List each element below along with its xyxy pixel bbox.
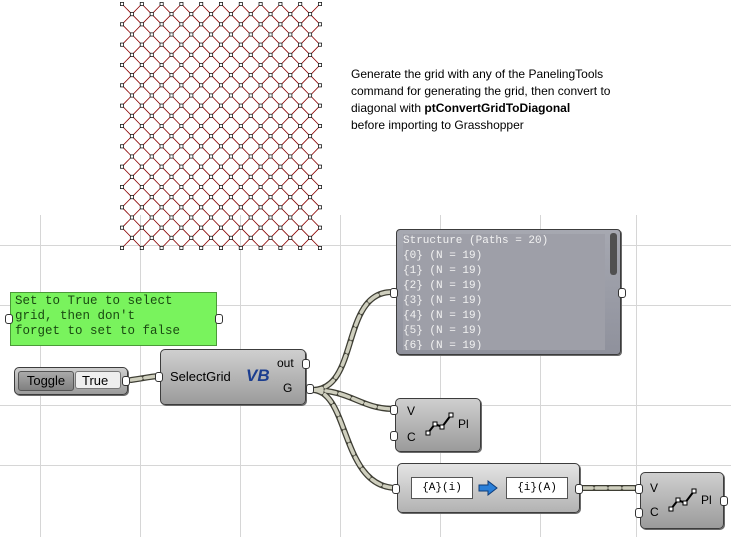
path-mapper-source: {A}(i) [411,477,473,499]
path-mapper-target: {i}(A) [506,477,568,499]
svg-text:VB: VB [246,366,270,385]
structure-input-grip[interactable] [390,288,398,298]
input-v-label: V [407,404,416,418]
output-out-label: out [277,356,294,370]
canvas-grid-line [0,405,731,406]
canvas-grid-line [340,215,341,537]
vb-out-grip[interactable] [302,359,310,369]
scrollbar[interactable] [610,233,617,275]
note-line: diagonal with ptConvertGridToDiagonal [351,100,651,117]
toggle-output-grip[interactable] [122,376,130,386]
structure-row: {1} (N = 19) [403,265,483,277]
note-panel[interactable]: Set to True to select grid, then don't f… [10,292,217,346]
structure-output-grip[interactable] [618,288,626,298]
input-c-label: C [407,430,416,444]
canvas-grid-line [440,215,441,537]
structure-panel-content: Structure (Paths = 20) {0} (N = 19) {1} … [403,234,605,350]
polyline-c-grip[interactable] [635,508,643,518]
toggle-value[interactable]: True [75,371,121,389]
structure-row: {2} (N = 19) [403,280,483,292]
canvas-grid-line [140,215,141,537]
polyline-component[interactable]: V C Pl [395,398,481,452]
structure-row: {5} (N = 19) [403,325,483,337]
polyline-c-grip[interactable] [390,431,398,441]
canvas-grid-line [0,465,731,466]
polyline-icon [425,412,454,436]
note-line: before importing to Grasshopper [351,118,524,132]
component-name: SelectGrid [170,369,231,384]
vb-g-grip[interactable] [306,384,314,394]
output-g-label: G [283,381,293,395]
structure-row: {3} (N = 19) [403,295,483,307]
panel-output-grip[interactable] [215,314,223,324]
panel-input-grip[interactable] [5,314,13,324]
diagonal-grid-preview [120,2,322,250]
input-c-label: C [650,505,659,519]
canvas-grid-line [636,215,637,537]
note-text: diagonal with [351,101,425,115]
input-v-label: V [650,481,659,495]
output-pl-label: Pl [701,493,712,507]
polyline-output-grip[interactable] [720,496,728,506]
vb-script-component[interactable]: SelectGrid VB out G [160,349,306,405]
vb-input-grip[interactable] [155,372,163,382]
output-pl-label: Pl [458,417,469,431]
canvas-grid-line [540,215,541,537]
structure-row: {4} (N = 19) [403,310,483,322]
polyline-v-grip[interactable] [635,484,643,494]
polyline-icon [668,488,697,512]
canvas-grid-line [0,245,731,246]
path-mapper-output-grip[interactable] [575,484,583,494]
instruction-note: Generate the grid with any of the Paneli… [351,66,651,134]
vb-script-icon: VB [246,366,270,385]
structure-row: {0} (N = 19) [403,250,483,262]
structure-row: {6} (N = 19) [403,340,483,350]
arrow-right-icon [478,480,498,496]
polyline-v-grip[interactable] [390,405,398,415]
toggle-name[interactable]: Toggle [18,371,74,391]
path-mapper-component[interactable]: {A}(i) {i}(A) [397,463,580,513]
structure-panel[interactable]: Structure (Paths = 20) {0} (N = 19) {1} … [396,229,621,355]
note-line: command for generating the grid, then co… [351,84,611,98]
boolean-toggle[interactable]: Toggle True [14,367,128,395]
structure-header: Structure (Paths = 20) [403,235,549,247]
note-line: Generate the grid with any of the Paneli… [351,67,604,81]
grid-points [120,2,322,250]
path-mapper-input-grip[interactable] [392,484,400,494]
command-name: ptConvertGridToDiagonal [424,101,571,115]
polyline-component[interactable]: V C Pl [640,472,724,529]
